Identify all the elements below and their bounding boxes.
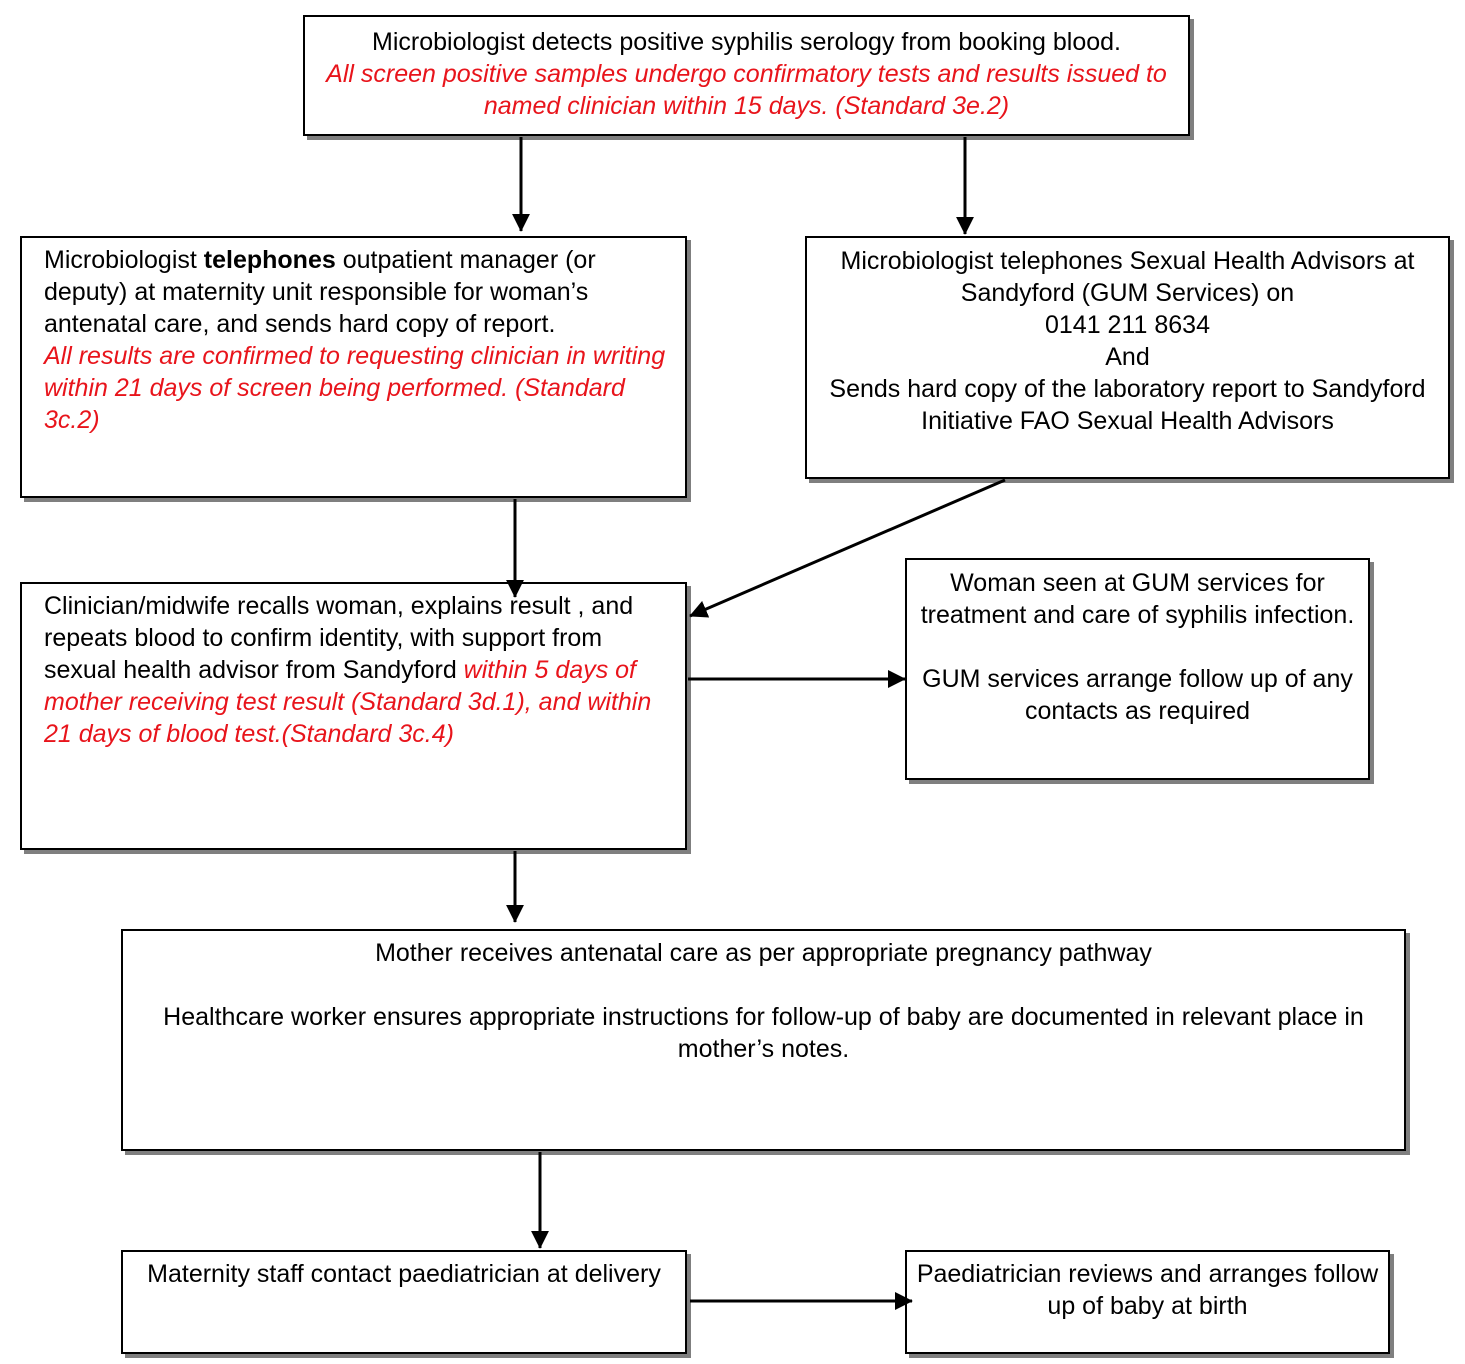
- paediatrician-contact-box: Maternity staff contact paediatrician at…: [121, 1250, 687, 1354]
- maternity-call-text-end: outpatient manager (or deputy) at matern…: [44, 246, 596, 338]
- gum-treatment-text: Woman seen at GUM services for treatment…: [920, 569, 1355, 629]
- paediatrician-contact-text: Maternity staff contact paediatrician at…: [147, 1260, 661, 1288]
- antenatal-instructions-text: Healthcare worker ensures appropriate in…: [163, 1003, 1364, 1063]
- maternity-call-text-start: Microbiologist: [44, 246, 204, 274]
- antenatal-care-text: Mother receives antenatal care as per ap…: [375, 939, 1152, 967]
- recall-text-body: Clinician/midwife recalls woman, explain…: [44, 592, 634, 684]
- antenatal-spacer: [133, 969, 1394, 1001]
- paediatrician-review-box: Paediatrician reviews and arranges follo…: [905, 1250, 1390, 1354]
- sandyford-call-text: Microbiologist telephones Sexual Health …: [840, 247, 1415, 307]
- paediatrician-review-text: Paediatrician reviews and arranges follo…: [916, 1260, 1379, 1320]
- maternity-call-standard: All results are confirmed to requesting …: [44, 342, 666, 434]
- gum-spacer: [915, 631, 1360, 663]
- antenatal-box: Mother receives antenatal care as per ap…: [121, 929, 1406, 1151]
- sandyford-call-box: Microbiologist telephones Sexual Health …: [805, 236, 1450, 479]
- maternity-call-box: Microbiologist telephones outpatient man…: [20, 236, 687, 498]
- sandyford-report-text: Sends hard copy of the laboratory report…: [829, 375, 1426, 435]
- gum-box: Woman seen at GUM services for treatment…: [905, 558, 1370, 780]
- detection-text: Microbiologist detects positive syphilis…: [372, 28, 1121, 56]
- recall-text: Clinician/midwife recalls woman, explain…: [44, 590, 675, 750]
- maternity-call-text: Microbiologist telephones outpatient man…: [44, 244, 675, 340]
- sandyford-phone-number: 0141 211 8634: [1045, 311, 1210, 339]
- recall-standard: within 5 days of mother receiving test r…: [44, 656, 652, 748]
- recall-box: Clinician/midwife recalls woman, explain…: [20, 582, 687, 850]
- detection-box: Microbiologist detects positive syphilis…: [303, 15, 1190, 136]
- maternity-call-text-bold: telephones: [203, 246, 336, 274]
- sandyford-and: And: [1105, 343, 1150, 371]
- gum-followup-text: GUM services arrange follow up of any co…: [922, 665, 1353, 725]
- detection-standard: All screen positive samples undergo conf…: [326, 60, 1167, 120]
